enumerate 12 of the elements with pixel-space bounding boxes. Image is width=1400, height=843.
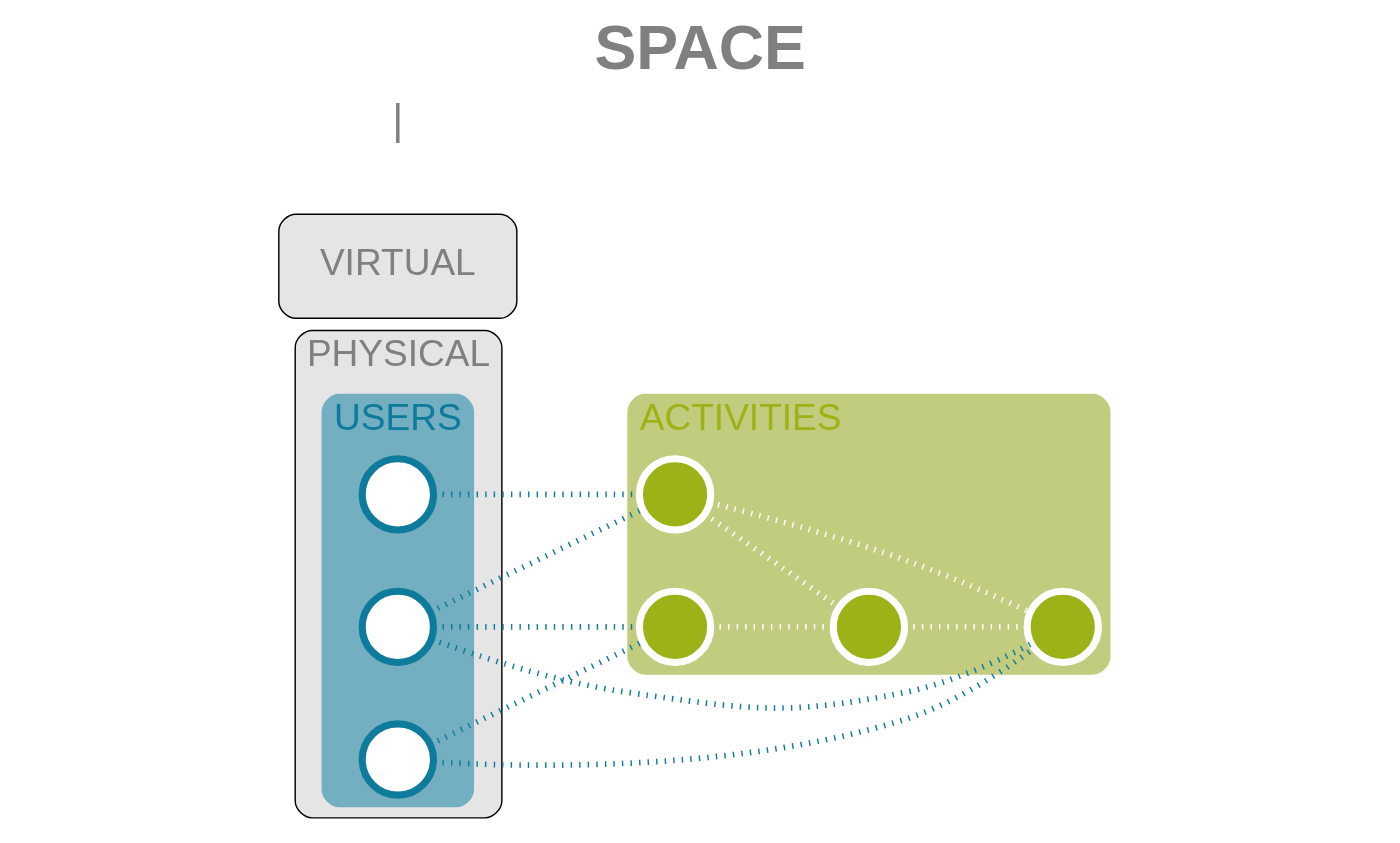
label: |	[392, 94, 404, 143]
node-circle	[358, 719, 438, 799]
node-box: VIRTUAL	[278, 213, 518, 319]
diagram-title: SPACE	[594, 11, 806, 82]
node-circle	[358, 454, 438, 534]
cluster: USERS	[321, 393, 475, 807]
node-circle	[635, 454, 715, 534]
node-circle	[358, 587, 438, 666]
node-circle	[829, 587, 909, 666]
node-circle	[635, 587, 715, 666]
node-circle	[1023, 587, 1102, 666]
cluster: ACTIVITIES	[627, 393, 1111, 675]
